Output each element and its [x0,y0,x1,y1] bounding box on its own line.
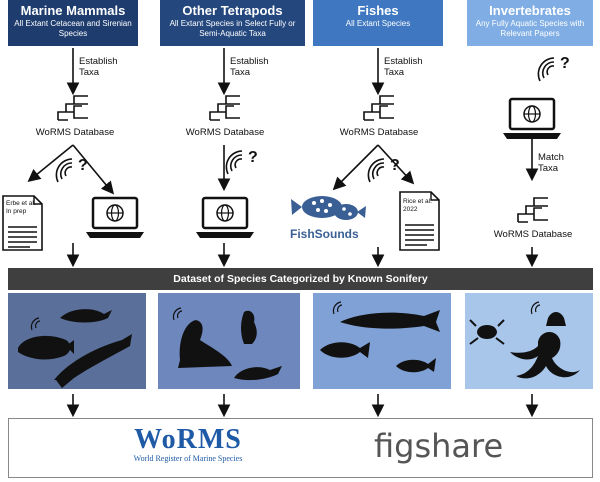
sound-wave-icon [537,57,555,82]
sound-wave-icon [530,301,541,315]
figshare-logo-text: figshare [374,427,504,465]
label-worms-database: WoRMS Database [339,127,419,138]
invertebrate-silhouettes [469,312,580,379]
repository-logos [8,418,593,478]
question-mark: ? [248,149,258,166]
header-title: Fishes [357,3,399,18]
label-establish-taxa: Establish Taxa [79,56,118,78]
worms-logo-subtitle: World Register of Marine Species [133,454,243,463]
panel-fishes [313,293,451,389]
tree-icon [209,95,240,121]
laptop-icon [503,97,561,139]
tetrapod-silhouettes [178,310,282,381]
label-establish-taxa: Establish Taxa [384,56,423,78]
label-worms-database: WoRMS Database [185,127,265,138]
sound-wave-icon [30,317,41,331]
tree-icon [363,95,394,121]
panel-other-tetrapods [158,293,300,389]
shell-icon [546,312,566,326]
sound-wave-icon [332,301,343,315]
laptop-icon [196,196,254,238]
turtle-icon [234,366,282,381]
header-subtitle: All Extant Species [345,19,411,28]
reference-erbe: Erbe et al. In prep [6,200,36,215]
worms-logo: WoRMS World Register of Marine Species [118,424,258,464]
fishsounds-logo-icon [291,196,366,220]
header-subtitle: Any Fully Aquatic Species with Relevant … [475,19,585,38]
sound-wave-icon [225,150,243,175]
fishsounds-label: FishSounds [290,227,359,241]
header-title: Other Tetrapods [182,3,283,18]
worms-logo-text: WoRMS [134,424,242,455]
sound-wave-icon [172,307,183,321]
header-subtitle: All Extant Species in Select Fully or Se… [169,19,296,38]
document-icon [399,191,440,251]
header-fishes: Fishes All Extant Species [313,0,443,46]
fish-silhouettes [320,310,440,373]
crab-icon [477,325,497,339]
arrow-diagonal [72,144,115,195]
octopus-icon [510,331,580,379]
label-establish-taxa: Establish Taxa [230,56,269,78]
tree-icon [57,95,88,121]
dataset-bar: Dataset of Species Categorized by Known … [8,268,593,290]
laptop-icon [86,196,144,238]
label-worms-database: WoRMS Database [493,229,573,240]
document-icon [2,195,43,251]
fish-icon [320,342,370,358]
reference-rice: Rice et al. 2022 [403,198,432,213]
header-other-tetrapods: Other Tetrapods All Extant Species in Se… [160,0,305,46]
question-mark: ? [560,55,570,72]
dolphin-icon [60,309,112,323]
header-marine-mammals: Marine Mammals All Extant Cetacean and S… [8,0,138,46]
question-mark: ? [78,157,88,174]
label-worms-database: WoRMS Database [35,127,115,138]
sea-lion-icon [178,320,232,368]
sound-wave-icon [367,158,385,183]
penguin-icon [241,310,257,344]
tree-icon [517,197,548,223]
arrow-diagonal [377,144,415,185]
header-invertebrates: Invertebrates Any Fully Aquatic Species … [467,0,593,46]
header-title: Marine Mammals [20,3,126,18]
header-title: Invertebrates [489,3,571,18]
arrow-diagonal [332,144,379,191]
arrow-diagonal [27,144,74,183]
manatee-icon [18,335,74,360]
header-subtitle: All Extant Cetacean and Sirenian Species [14,19,132,38]
whale-icon [54,334,132,388]
question-mark: ? [390,157,400,174]
mammal-silhouettes [18,309,132,388]
label-match-taxa: Match Taxa [538,152,564,174]
sound-wave-icon [55,158,73,183]
shark-icon [340,310,440,332]
fish-icon [396,358,436,373]
